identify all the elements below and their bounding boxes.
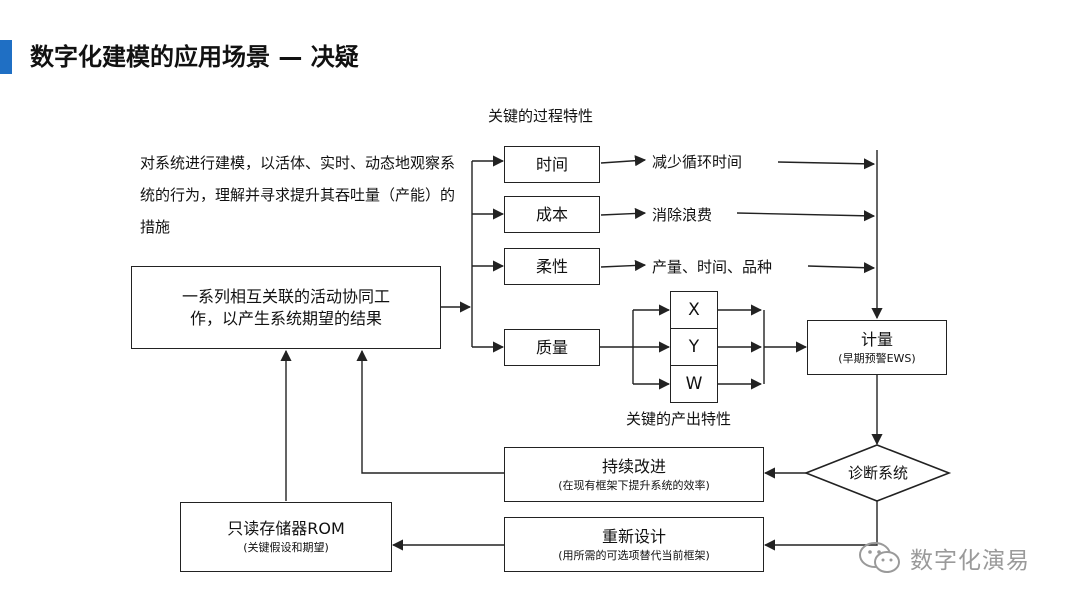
measure-title: 计量 [860,329,893,349]
page-title: 数字化建模的应用场景 — 决疑 [30,43,359,71]
property-box-cost: 成本 [504,196,600,233]
effect-output-time-variety: 产量、时间、品种 [652,258,773,276]
property-box-quality: 质量 [504,329,600,366]
rom-box: 只读存储器ROM (关键假设和期望) [180,502,392,572]
effect2-to-column-arrow [736,210,876,222]
measure-subtitle: (早期预警EWS) [838,351,916,365]
cost-to-effect-arrow [600,207,647,220]
watermark-text: 数字化演易 [910,548,1030,574]
property-time-label: 时间 [535,154,568,174]
output-box-y: Y [670,328,718,366]
redesign-subtitle: (用所需的可选项替代当前框架) [558,548,710,562]
diagnosis-label: 诊断系统 [847,464,908,482]
effect1-to-column-arrow [777,158,876,170]
output-box-x: X [670,291,718,329]
system-box: 一系列相互关联的活动协同工作，以产生系统期望的结果 [131,266,441,349]
property-box-time: 时间 [504,146,600,183]
property-box-flexibility: 柔性 [504,248,600,285]
system-box-text: 一系列相互关联的活动协同工作，以产生系统期望的结果 [181,286,390,328]
output-x-label: X [688,300,700,320]
output-y-label: Y [688,337,700,357]
redesign-box: 重新设计 (用所需的可选项替代当前框架) [504,517,764,572]
rom-title: 只读存储器ROM [227,519,345,538]
effect3-to-column-arrow [807,262,876,274]
output-characteristics-label: 关键的产出特性 [626,410,732,428]
title-accent-bar [0,40,12,74]
property-flexibility-label: 柔性 [535,256,568,276]
description-text: 对系统进行建模，以活体、实时、动态地观察系统的行为，理解并寻求提升其吞吐量（产能… [140,154,456,236]
effect-reduce-cycle-time: 减少循环时间 [652,153,743,171]
improve-subtitle: (在现有框架下提升系统的效率) [558,478,710,492]
measure-box: 计量 (早期预警EWS) [807,320,947,375]
redesign-title: 重新设计 [601,526,666,546]
time-to-effect-arrow [600,155,647,167]
rom-subtitle: (关键假设和期望) [243,541,329,554]
diagnosis-diamond [803,444,952,502]
output-box-w: W [670,365,718,403]
wechat-icon [859,542,900,573]
output-w-label: W [685,374,703,394]
property-cost-label: 成本 [535,204,568,224]
property-quality-label: 质量 [535,337,568,357]
diagnosis-to-redesign-arrow [763,501,878,551]
improve-to-system-arrow [356,349,504,474]
flex-to-effect-arrow [600,259,647,272]
watermark: 数字化演易 [858,541,1030,575]
improve-box: 持续改进 (在现有框架下提升系统的效率) [504,447,764,502]
improve-title: 持续改进 [601,456,666,476]
process-characteristics-label: 关键的过程特性 [488,107,594,125]
effect-eliminate-waste: 消除浪费 [652,206,713,224]
